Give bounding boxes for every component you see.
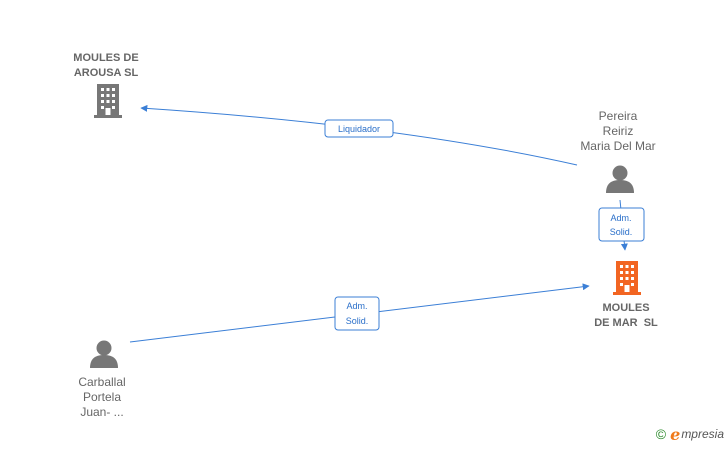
edge-label-text: Liquidador [338, 124, 380, 134]
node-label: AROUSA SL [74, 67, 139, 79]
node-label: Maria Del Mar [580, 139, 655, 153]
node-label: MOULES [602, 302, 649, 314]
node-pereira-reiriz[interactable]: Pereira Reiriz Maria Del Mar [580, 109, 656, 193]
building-icon [613, 261, 641, 295]
node-label: Carballal [78, 375, 125, 389]
edge-label-text: Adm. [610, 213, 631, 223]
node-label: DE MAR SL [594, 317, 658, 329]
node-label: Reiriz [603, 124, 634, 138]
building-icon [94, 84, 122, 118]
node-label: Pereira [599, 109, 638, 123]
edge-label-text: Adm. [346, 301, 367, 311]
edge-label-text: Solid. [346, 316, 369, 326]
node-moules-de-arousa[interactable]: MOULES DE AROUSA SL [73, 52, 139, 118]
node-moules-de-mar[interactable]: MOULES DE MAR SL [594, 261, 658, 329]
node-label: Juan- ... [80, 405, 123, 419]
person-icon [90, 340, 118, 368]
footer-brand: © e mpresia [656, 424, 724, 444]
edge-label-carballal-adm-solid[interactable]: Adm. Solid. [334, 296, 380, 331]
node-label: MOULES DE [73, 52, 138, 64]
node-label: Portela [83, 390, 121, 404]
brand-logo-e: e [670, 424, 681, 444]
edge-label-liquidador[interactable]: Liquidador [324, 119, 394, 138]
edge-label-pereira-adm-solid[interactable]: Adm. Solid. [598, 207, 645, 242]
person-icon [606, 165, 634, 193]
node-carballal-portela[interactable]: Carballal Portela Juan- ... [78, 340, 126, 420]
brand-logo-text: mpresia [681, 427, 724, 441]
copyright-icon: © [655, 426, 667, 442]
edge-label-text: Solid. [610, 227, 633, 237]
